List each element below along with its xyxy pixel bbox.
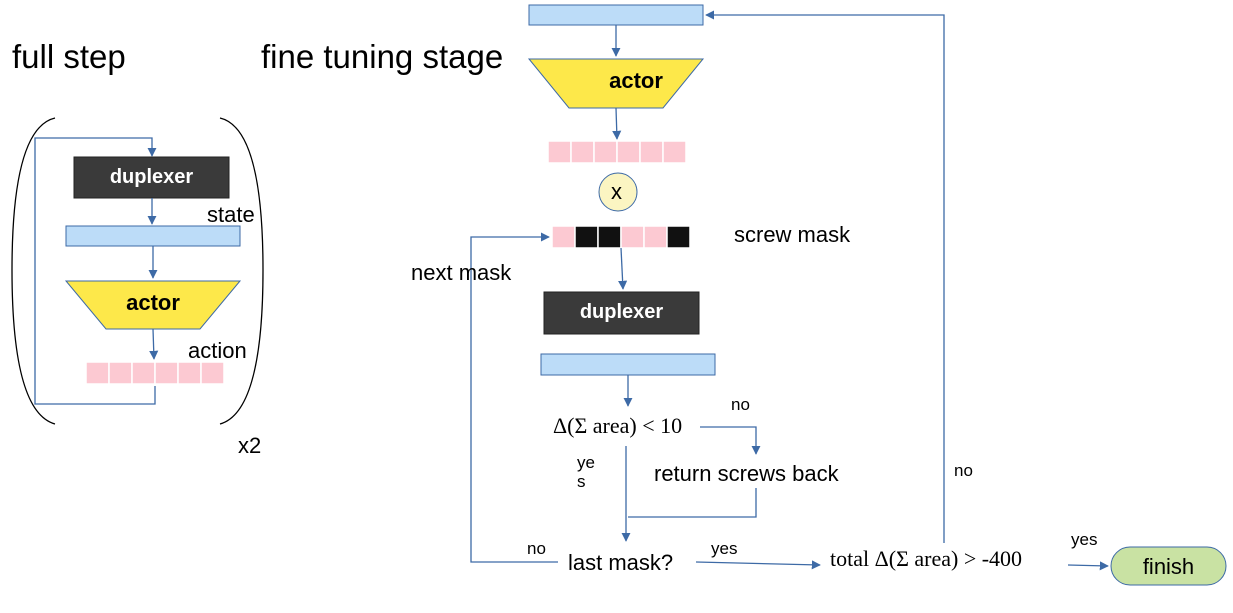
arrow-actor-to-action-right: [612, 107, 622, 140]
actor-trapezoid-left: [64, 280, 242, 330]
duplexer-block-right: [543, 291, 700, 335]
action-cell: [570, 140, 595, 164]
action-cell: [131, 361, 156, 385]
duplexer-label-right: duplexer: [579, 301, 664, 323]
duplexer-label-left: duplexer: [109, 166, 194, 188]
arrow-condition-no: [700, 426, 761, 455]
arrow-return-screws: [628, 488, 757, 518]
action-cell: [108, 361, 133, 385]
finish-label: finish: [1142, 554, 1195, 579]
state-label: state: [207, 202, 255, 227]
title-full-step: full step: [12, 38, 126, 75]
last-mask-label: last mask?: [568, 550, 674, 575]
action-cells-right: [547, 140, 687, 164]
arrow-total-no: [705, 10, 945, 543]
actor-trapezoid-right: [527, 58, 705, 109]
condition1-yes-label: ye s: [577, 453, 595, 491]
arrow-total-yes: [1067, 561, 1109, 571]
right-bracket: [219, 117, 264, 425]
action-cell: [547, 140, 572, 164]
state-bar-left: [65, 225, 241, 247]
mask-cell: [574, 225, 599, 249]
actor-label-right: actor: [609, 68, 663, 93]
mask-cell: [643, 225, 668, 249]
action-cell: [200, 361, 225, 385]
next-mask-label: next mask: [411, 260, 512, 285]
total-yes-label: yes: [1071, 530, 1098, 549]
arrow-mask-to-duplexer: [618, 247, 628, 290]
loop-arrow: [34, 137, 157, 405]
multiply-circle: [598, 172, 638, 212]
condition-total-area: total Δ(Σ area) > -400: [830, 546, 1023, 571]
arrow-last-mask-yes: [695, 560, 821, 570]
mask-cell: [551, 225, 576, 249]
repeat-label: x2: [238, 433, 262, 458]
action-label: action: [188, 338, 247, 363]
mask-cell: [620, 225, 645, 249]
screw-mask-cells: [551, 225, 691, 249]
action-cell: [639, 140, 664, 164]
actor-label-left: actor: [126, 290, 180, 315]
action-cell: [154, 361, 179, 385]
last-mask-yes-label: yes: [711, 539, 738, 558]
mask-cell: [666, 225, 691, 249]
action-cell: [177, 361, 202, 385]
condition-area-change: Δ(Σ area) < 10: [553, 413, 683, 438]
duplexer-block-left: [73, 156, 230, 199]
title-fine-tuning: fine tuning stage: [261, 38, 504, 75]
last-mask-no-label: no: [527, 539, 546, 558]
arrow-actor-to-action: [149, 328, 159, 360]
action-cell: [662, 140, 687, 164]
left-bracket: [11, 117, 56, 425]
total-no-label: no: [954, 461, 973, 480]
action-cell: [593, 140, 618, 164]
condition1-no-label: no: [731, 395, 750, 414]
finish-node: [1110, 546, 1227, 586]
state-bar-right: [540, 353, 716, 376]
state-bar-top: [528, 4, 704, 26]
action-cell: [616, 140, 641, 164]
action-cell: [85, 361, 110, 385]
return-screws-label: return screws back: [654, 461, 839, 486]
screw-mask-label: screw mask: [734, 222, 851, 247]
multiply-label: x: [611, 179, 622, 204]
arrow-next-mask-loop: [470, 232, 558, 563]
action-cells-left: [85, 361, 225, 385]
mask-cell: [597, 225, 622, 249]
